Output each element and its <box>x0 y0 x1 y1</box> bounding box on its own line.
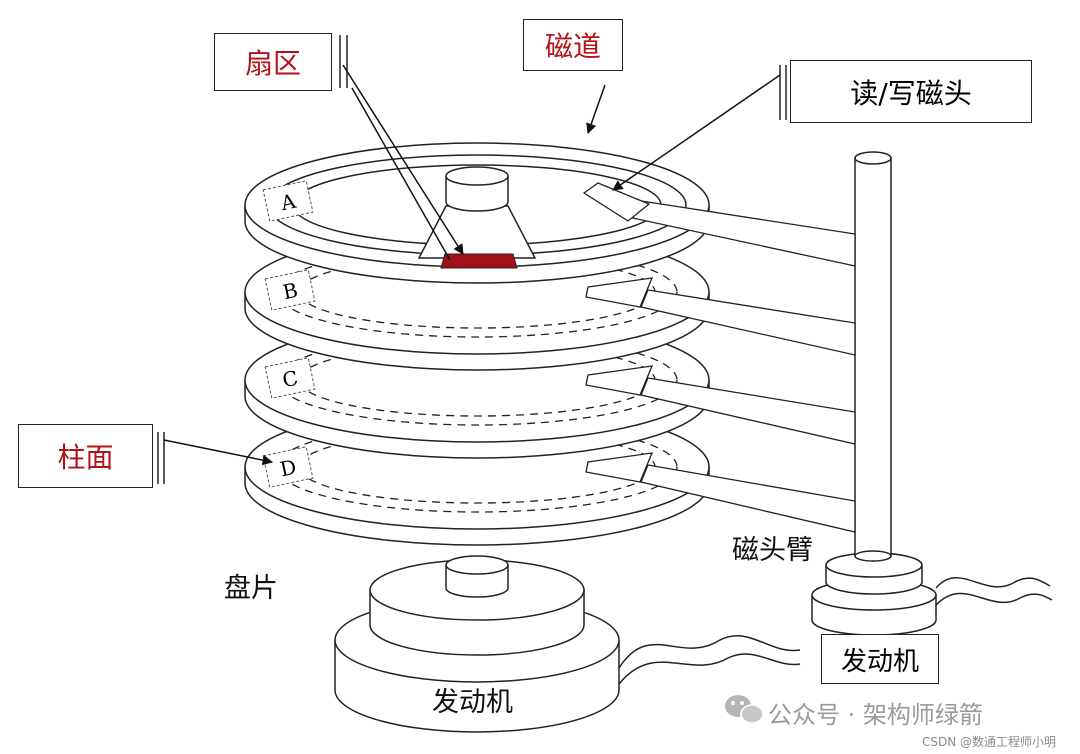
platter-label-d <box>262 446 314 488</box>
track-label: 磁道 <box>523 19 623 71</box>
platter-label-b <box>264 269 316 311</box>
sector-arrow <box>342 64 464 255</box>
arm-motor <box>811 552 1053 636</box>
platter-letter-b: B <box>281 278 300 305</box>
head-arm-d <box>585 452 856 533</box>
spindle-motor <box>334 555 801 733</box>
platter-letter-c: C <box>280 366 300 393</box>
arm-motor-label: 发动机 <box>821 634 939 684</box>
head-arm-c <box>585 365 856 445</box>
head-arm-a <box>582 182 856 267</box>
label-brackets <box>157 35 787 484</box>
platter-letter-a: A <box>278 189 299 216</box>
head-arrow <box>612 74 781 191</box>
wechat-icon <box>725 695 764 724</box>
head-arm-b <box>585 277 856 356</box>
sector-highlight <box>440 253 518 269</box>
platter-label: 盘片 <box>224 573 278 604</box>
rw-head-label: 读/写磁头 <box>790 60 1032 123</box>
cylinder-label: 柱面 <box>18 424 153 488</box>
platter-label-a <box>262 180 314 222</box>
track-arrow <box>586 84 606 134</box>
platter-letter-d: D <box>278 455 299 482</box>
sector-arrow-2 <box>351 87 451 261</box>
arm-pole <box>854 151 892 562</box>
leader-arrows <box>163 64 781 466</box>
main-motor-label: 发动机 <box>432 687 513 718</box>
platter-label-c <box>264 357 316 399</box>
watermark-text: 公众号 · 架构师绿箭 <box>768 701 983 729</box>
cylinder-arrow <box>163 439 274 466</box>
sector-label: 扇区 <box>214 33 332 91</box>
spindle-hub <box>417 166 537 259</box>
arm-label: 磁头臂 <box>732 535 813 566</box>
credit-text: CSDN @数通工程师小明 <box>922 735 1057 749</box>
